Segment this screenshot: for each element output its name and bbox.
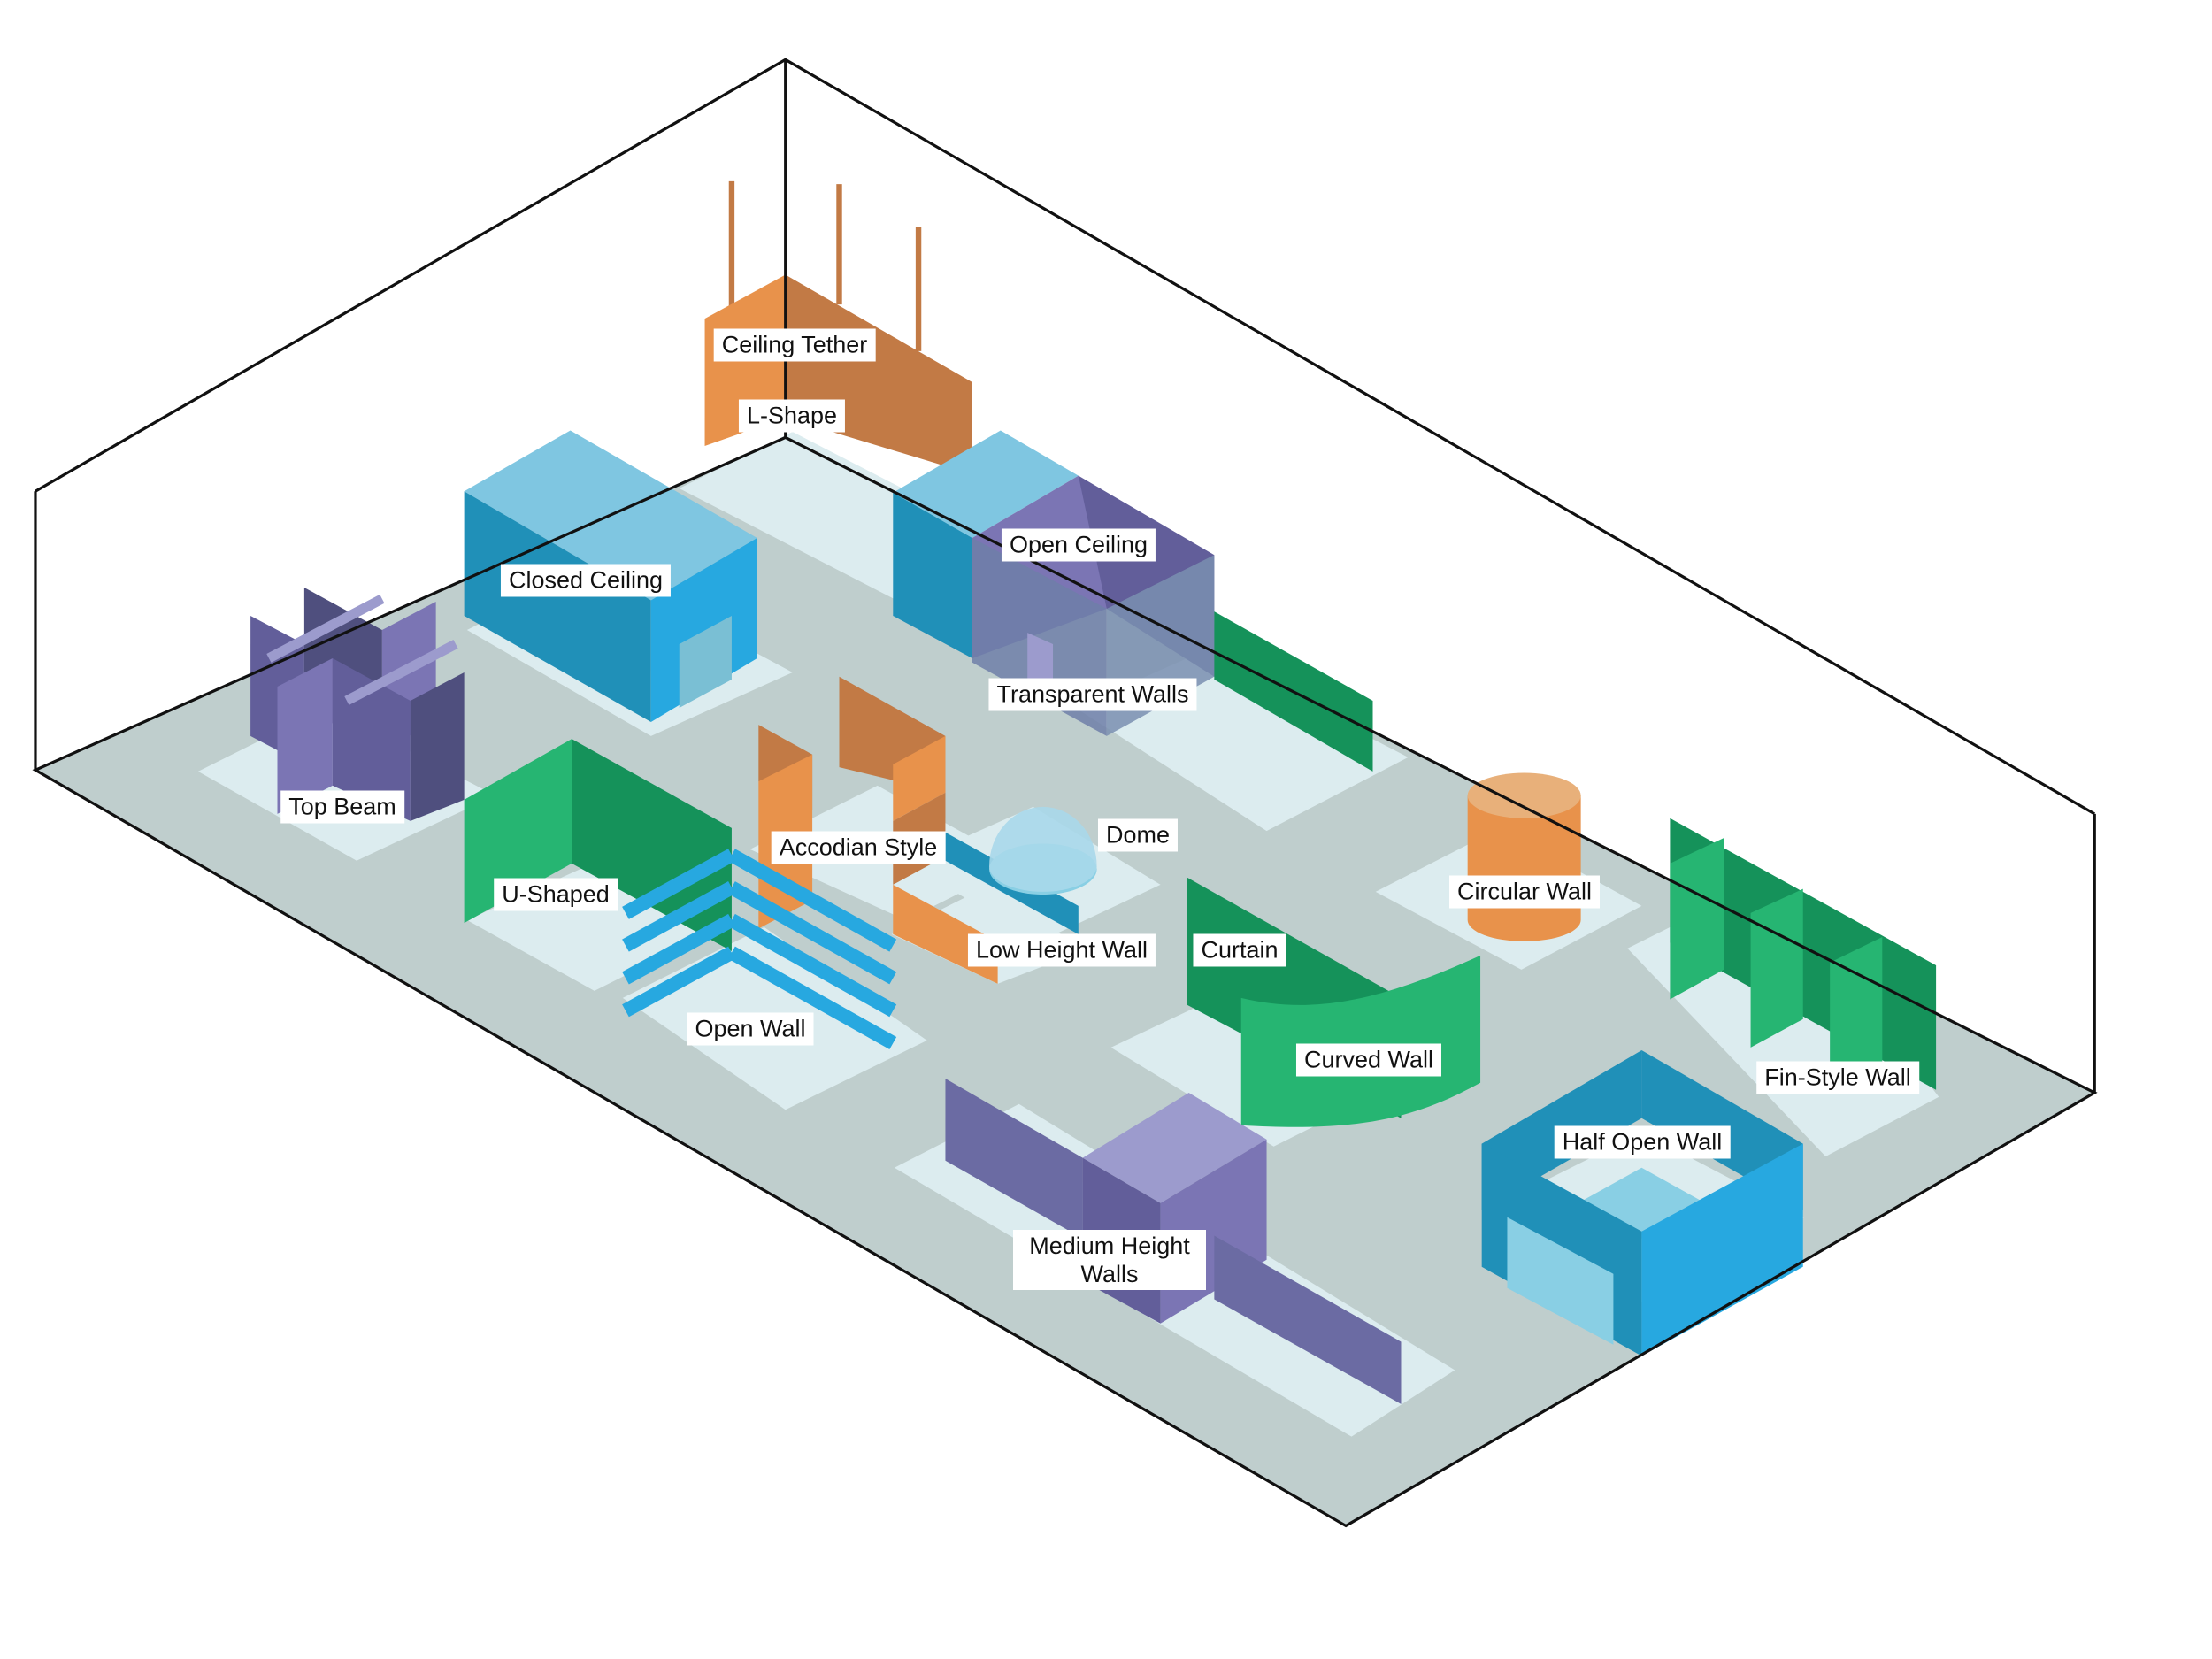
circular-wall-booth xyxy=(1467,772,1581,941)
label-open-wall: Open Wall xyxy=(687,1012,814,1046)
open-ceiling-roof xyxy=(893,430,1079,539)
open-wall-slat xyxy=(728,881,897,985)
closed-ceiling-side xyxy=(464,491,651,722)
fin xyxy=(1670,838,1724,1000)
medium-wall-long-left xyxy=(945,1079,1083,1239)
medium-block-top xyxy=(1082,1093,1267,1203)
fin-style-booth xyxy=(1670,818,1937,1094)
closed-ceiling-opening xyxy=(679,615,732,708)
u-wall-back xyxy=(572,739,732,952)
top-beam-panel xyxy=(410,672,465,821)
fin xyxy=(1830,937,1883,1094)
room-outline xyxy=(32,58,2098,1528)
label-open-ceiling: Open Ceiling xyxy=(1001,528,1156,562)
top-beam-bar xyxy=(266,594,385,663)
open-wall-slat xyxy=(728,946,897,1049)
u-shaped-booth xyxy=(464,739,732,952)
top-beam-bar xyxy=(344,639,458,705)
open-wall-slat xyxy=(622,946,735,1018)
u-wall-left xyxy=(464,739,572,924)
dome-shell xyxy=(989,806,1097,892)
label-low-height-wall: Low Height Wall xyxy=(967,933,1156,967)
closed-ceiling-front xyxy=(650,538,757,722)
label-top-beam: Top Beam xyxy=(280,790,404,824)
label-closed-ceiling: Closed Ceiling xyxy=(500,564,672,597)
open-wall-slat xyxy=(728,913,897,1018)
label-ceiling-tether: Ceiling Tether xyxy=(713,328,876,362)
label-half-open-wall: Half Open Wall xyxy=(1554,1125,1731,1159)
open-wall-booth xyxy=(622,849,897,1049)
circular-wall-top xyxy=(1467,772,1581,818)
label-l-shape: L-Shape xyxy=(738,399,846,433)
room-floor-edge xyxy=(32,435,2098,1528)
top-beam-panel xyxy=(277,657,333,814)
medium-wall-long-right xyxy=(1214,1235,1402,1404)
open-ceiling-side xyxy=(893,492,972,658)
label-curtain: Curtain xyxy=(1193,933,1286,967)
open-wall-slat xyxy=(622,881,735,952)
label-curved-wall: Curved Wall xyxy=(1295,1043,1442,1077)
curved-wall xyxy=(1240,955,1481,1127)
label-dome: Dome xyxy=(1097,818,1179,852)
top-beam-booth xyxy=(250,587,465,821)
label-medium-height-line1: Medium Height xyxy=(1029,1233,1190,1259)
half-open-window xyxy=(1507,1217,1614,1345)
label-medium-height-walls: Medium Height Walls xyxy=(1013,1230,1206,1290)
label-fin-style-wall: Fin-Style Wall xyxy=(1756,1061,1919,1094)
open-wall-slat xyxy=(728,849,897,952)
label-accodian-style: Accodian Style xyxy=(771,831,946,864)
label-u-shaped: U-Shaped xyxy=(494,878,618,911)
label-circular-wall: Circular Wall xyxy=(1448,875,1601,909)
half-open-front-wall xyxy=(1641,1143,1803,1356)
label-medium-height-line2: Walls xyxy=(1080,1261,1139,1287)
label-transparent-walls: Transparent Walls xyxy=(988,678,1197,711)
open-wall-slat xyxy=(622,913,735,985)
dome-booth xyxy=(989,806,1097,895)
open-wall-slat xyxy=(622,849,735,919)
